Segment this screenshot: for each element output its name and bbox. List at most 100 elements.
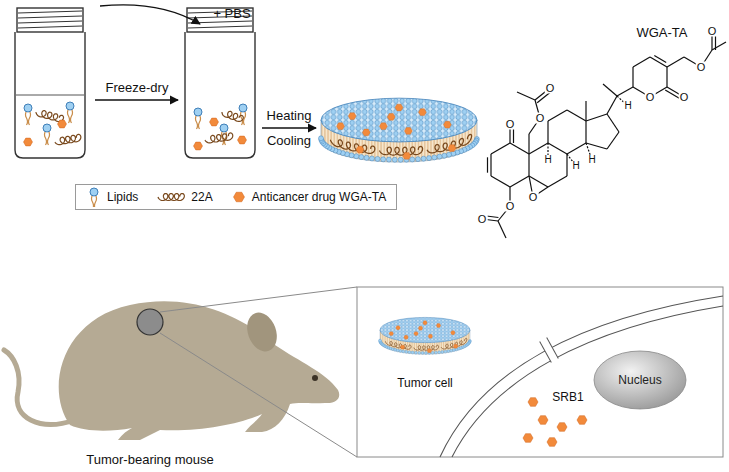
drug-hexagon [400, 345, 405, 349]
zoom-panel [357, 287, 723, 457]
bond [548, 176, 567, 187]
helix-22a [380, 146, 423, 155]
compound-name: WGA-TA [636, 26, 687, 40]
bond [567, 110, 586, 121]
drug-hexagon [414, 332, 419, 336]
legend-item: Lipids [86, 187, 138, 207]
atom-label: O [707, 26, 718, 37]
vial [185, 8, 255, 158]
bond [529, 176, 548, 187]
drug-hexagon [404, 335, 409, 339]
atom-label: O [645, 92, 656, 103]
bond [528, 134, 529, 154]
lipid-icon [90, 188, 98, 207]
legend-text: Lipids [107, 190, 138, 204]
atom-label: H [543, 155, 552, 165]
legend-icon [86, 187, 102, 207]
helix-22a [205, 133, 234, 144]
drug-hexagon [24, 138, 33, 146]
node-text: Nucleus [593, 373, 687, 387]
bond [654, 55, 666, 62]
drug-hexagon [387, 114, 395, 121]
lipid-icon [43, 124, 51, 145]
bond [548, 143, 567, 154]
figure-label: SRB1 [552, 391, 583, 404]
bond [510, 143, 529, 154]
drug-hexagon [453, 344, 458, 348]
bond [585, 121, 586, 143]
nanodisc [379, 317, 472, 354]
atom-label: O [528, 192, 539, 203]
bond [607, 114, 619, 132]
pbs-arrow [100, 5, 200, 24]
drug-hexagon [348, 113, 356, 120]
drug-hexagon [443, 121, 451, 128]
drug-hexagon [58, 120, 67, 128]
legend: Lipids 22A Anticancer drug WGA-TA [75, 184, 397, 210]
drug-hexagon [557, 423, 567, 432]
step-label: Heating [267, 109, 312, 123]
lipid-icon [239, 104, 247, 125]
wga-ta-structure [482, 31, 726, 238]
bond [528, 154, 529, 176]
atom-label: O [535, 113, 546, 124]
step-label: Cooling [267, 134, 311, 148]
drug-hexagon [428, 334, 433, 338]
legend-item: 22A [156, 187, 212, 207]
atom-label: O [477, 214, 488, 225]
bond [567, 143, 586, 154]
bond [566, 154, 567, 176]
lipid-icon [66, 102, 74, 123]
bond [633, 57, 650, 67]
bond [490, 154, 491, 176]
drug-hexagon [404, 128, 412, 135]
heating-arrow [262, 127, 316, 128]
bond [491, 143, 510, 154]
drug-hexagon [577, 416, 587, 425]
legend-item: Anticancer drug WGA-TA [231, 187, 386, 207]
zoom-line [160, 333, 357, 457]
drug-hexagon [233, 192, 244, 202]
atom-label: O [505, 201, 516, 212]
drug-hexagon [418, 326, 423, 330]
drug-hexagon [194, 142, 203, 150]
bond [667, 57, 684, 67]
mouse-illustration [4, 301, 339, 440]
drug-hexagon [380, 123, 388, 130]
bond [487, 157, 488, 172]
lipid-icon [24, 104, 32, 125]
bond [548, 110, 567, 121]
cell-membrane [440, 296, 723, 457]
membrane-break [539, 336, 560, 364]
atom-label: O [696, 62, 707, 73]
legend-icon [231, 187, 247, 207]
drug-hexagon [210, 118, 219, 126]
drug-hexagon [451, 331, 456, 335]
drug-hexagon [448, 145, 456, 152]
helix-22a [158, 194, 184, 201]
drug-hexagon [547, 438, 557, 447]
atom-label: O [505, 119, 516, 130]
atom-label: O [679, 92, 690, 103]
drug-hexagon [396, 326, 401, 330]
bond [607, 96, 617, 114]
figure-label: Tumor-bearing mouse [86, 453, 213, 467]
helix-22a [385, 341, 411, 349]
drug-hexagon [362, 129, 370, 136]
helix-22a [54, 134, 81, 145]
vial [15, 8, 85, 158]
drug-hexagon [238, 136, 247, 144]
cell-membrane [452, 306, 723, 457]
nanodisc [319, 98, 480, 162]
legend-icon [156, 187, 186, 207]
drug-hexagon [337, 123, 345, 130]
drug-hexagon [427, 349, 432, 353]
drug-hexagon [395, 104, 403, 111]
bond [586, 143, 607, 149]
drug-hexagon [419, 109, 427, 116]
tumor [137, 309, 163, 335]
legend-text: Anticancer drug WGA-TA [252, 190, 386, 204]
bond [586, 114, 607, 121]
bond [603, 84, 617, 96]
drug-hexagon [423, 321, 428, 325]
